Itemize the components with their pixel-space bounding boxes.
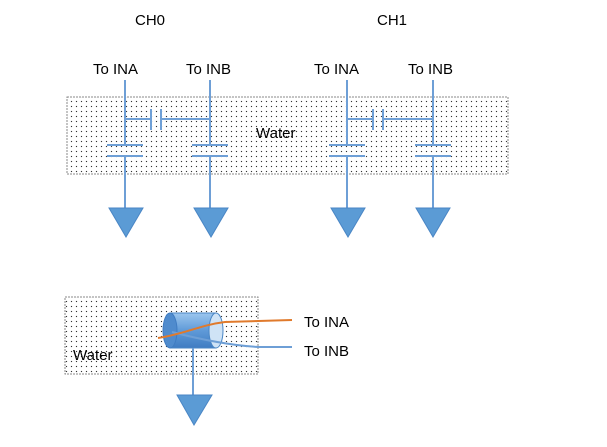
channel-ch1: CH1 To INA To INB [314, 12, 453, 238]
ground-icon [415, 207, 451, 238]
ground-icon [108, 207, 144, 238]
ground-icon [330, 207, 366, 238]
wire-a-label: To INA [314, 61, 359, 78]
top-water-box [66, 96, 509, 175]
coax-probe-cylinder [162, 312, 224, 349]
wire-b-label: To INB [186, 61, 231, 78]
ground-icon [193, 207, 229, 238]
top-water-label: Water [256, 125, 295, 142]
channel-title: CH1 [377, 12, 407, 29]
bottom-water-box [64, 296, 259, 375]
channel-ch0: CH0 To INA To INB [93, 12, 231, 238]
wire-a-label: To INA [93, 61, 138, 78]
bottom-water-label: Water [73, 347, 112, 364]
wire-b-label: To INB [408, 61, 453, 78]
channel-title: CH0 [135, 12, 165, 29]
ground-icon [176, 394, 213, 426]
bottom-ina-label: To INA [304, 314, 349, 331]
inb-wire [171, 331, 292, 348]
ina-wire [157, 319, 293, 339]
bottom-probe-diagram: Water To INA To INB [64, 296, 349, 426]
bottom-inb-label: To INB [304, 343, 349, 360]
